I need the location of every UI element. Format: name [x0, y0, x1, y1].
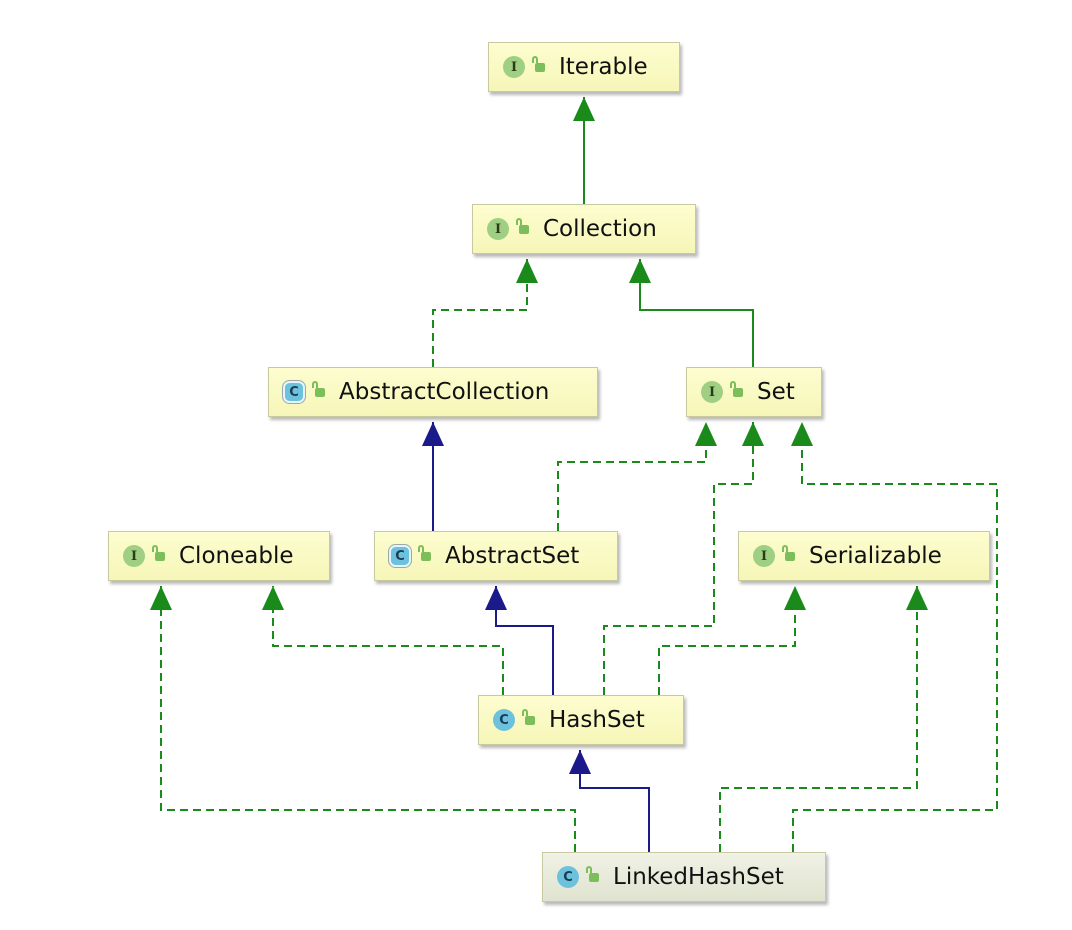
edge-abstractset-to-abstractcollection: [422, 422, 444, 531]
arrowhead: [569, 750, 591, 774]
arrowhead: [906, 586, 928, 610]
interface-icon: I: [487, 218, 509, 240]
public-access-icon: [312, 380, 325, 397]
edge-line: [639, 259, 754, 367]
node-label: Cloneable: [179, 542, 294, 569]
edge-line: [557, 422, 707, 531]
node-label: Iterable: [559, 53, 648, 80]
edge-linkedhashset-to-set: [791, 422, 998, 852]
node-abstractcollection[interactable]: C AbstractCollection: [268, 367, 598, 417]
edge-collection-to-iterable: [573, 97, 595, 204]
node-label: AbstractSet: [445, 542, 580, 569]
edge-abstractcollection-to-collection: [432, 259, 538, 367]
arrowhead: [791, 422, 813, 446]
node-serializable[interactable]: I Serializable: [738, 531, 990, 581]
edge-line: [792, 422, 998, 852]
edge-line: [603, 422, 754, 695]
edge-set-to-collection: [629, 259, 754, 367]
node-set[interactable]: I Set: [686, 367, 822, 417]
public-access-icon: [152, 544, 165, 561]
interface-icon: I: [753, 545, 775, 567]
node-label: LinkedHashSet: [613, 863, 784, 890]
node-linkedhashset[interactable]: C LinkedHashSet: [542, 852, 826, 902]
public-access-icon: [782, 544, 795, 561]
public-access-icon: [532, 55, 545, 72]
edge-line: [719, 586, 918, 852]
class-icon: C: [493, 709, 515, 731]
abstract-class-icon: C: [389, 545, 411, 567]
node-label: HashSet: [549, 706, 645, 733]
edge-linkedhashset-to-hashset: [569, 750, 650, 852]
edge-line: [160, 586, 576, 852]
node-abstractset[interactable]: C AbstractSet: [374, 531, 618, 581]
node-hashset[interactable]: C HashSet: [478, 695, 684, 745]
edge-linkedhashset-to-cloneable: [150, 586, 576, 852]
arrowhead: [485, 586, 507, 610]
public-access-icon: [730, 380, 743, 397]
node-collection[interactable]: I Collection: [472, 204, 696, 254]
edge-hashset-to-abstractset: [485, 586, 554, 695]
edge-line: [432, 259, 528, 367]
node-label: Serializable: [809, 542, 942, 569]
node-label: Set: [757, 378, 795, 405]
arrowhead: [573, 97, 595, 121]
node-label: AbstractCollection: [339, 378, 550, 405]
interface-icon: I: [503, 56, 525, 78]
arrowhead: [784, 586, 806, 610]
arrowhead: [695, 422, 717, 446]
edge-line: [658, 586, 796, 695]
abstract-class-icon: C: [283, 381, 305, 403]
edge-hashset-to-cloneable: [262, 586, 504, 695]
edge-line: [272, 586, 504, 695]
edge-linkedhashset-to-serializable: [719, 586, 928, 852]
interface-icon: I: [123, 545, 145, 567]
class-icon: C: [557, 866, 579, 888]
edge-hashset-to-set: [603, 422, 764, 695]
arrowhead: [262, 586, 284, 610]
arrowhead: [629, 259, 651, 283]
arrowhead: [150, 586, 172, 610]
arrowhead: [516, 259, 538, 283]
edge-hashset-to-serializable: [658, 586, 806, 695]
node-label: Collection: [543, 215, 657, 242]
node-iterable[interactable]: I Iterable: [488, 42, 680, 92]
edge-line: [495, 586, 554, 695]
public-access-icon: [418, 544, 431, 561]
interface-icon: I: [701, 381, 723, 403]
node-cloneable[interactable]: I Cloneable: [108, 531, 330, 581]
public-access-icon: [522, 708, 535, 725]
public-access-icon: [586, 865, 599, 882]
public-access-icon: [516, 217, 529, 234]
edge-abstractset-to-set: [557, 422, 717, 531]
edge-line: [579, 750, 650, 852]
arrowhead: [742, 422, 764, 446]
arrowhead: [422, 422, 444, 446]
